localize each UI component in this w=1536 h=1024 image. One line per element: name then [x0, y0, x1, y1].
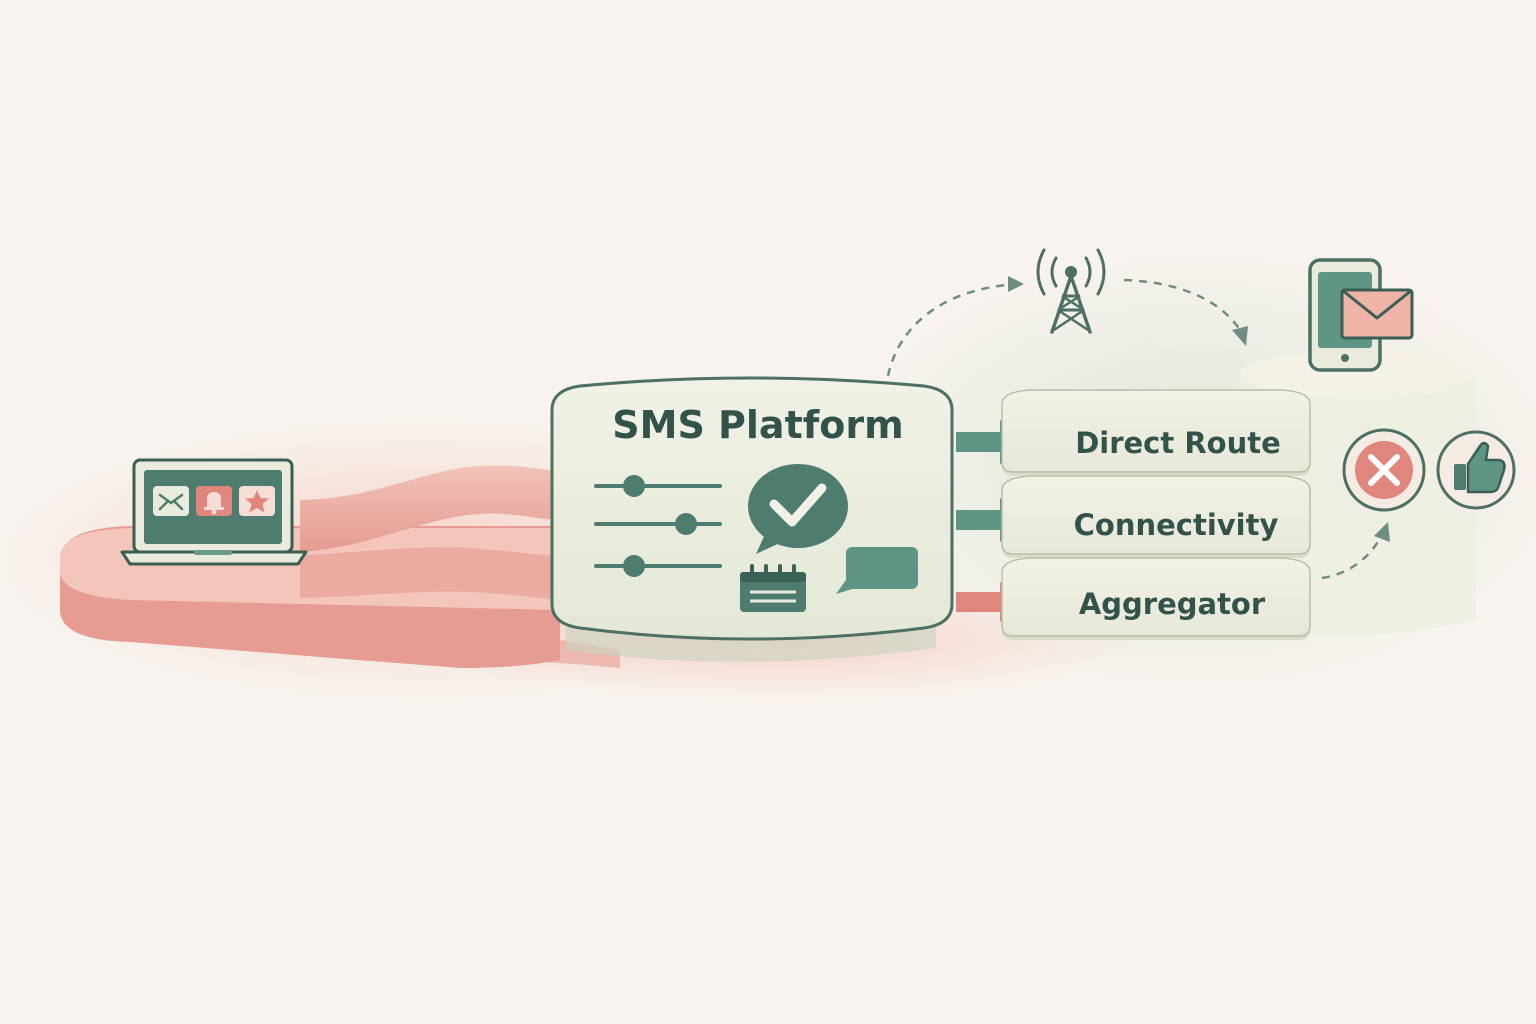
chat-check-icon	[748, 464, 848, 554]
route-aggregator: Aggregator	[1001, 557, 1311, 640]
cell-tower-icon	[1036, 248, 1106, 334]
star-icon	[239, 486, 275, 516]
platform-title: SMS Platform	[612, 403, 903, 447]
route-label-connectivity: Connectivity	[1074, 508, 1279, 542]
dashed-flow-to-tower	[886, 276, 1248, 377]
x-circle-icon	[1342, 428, 1426, 512]
sliders-icon	[594, 475, 722, 577]
route-label-direct: Direct Route	[1075, 426, 1281, 460]
phone-envelope-icon	[1308, 258, 1414, 372]
dashed-flow-to-status	[1321, 522, 1390, 580]
thumbs-up-icon	[1436, 430, 1516, 510]
route-list: Direct Route Connectivity Aggregator	[1001, 389, 1311, 640]
laptop-icon	[120, 458, 308, 566]
flow-ribbons	[300, 465, 620, 668]
message-bubble-icon	[836, 547, 918, 594]
route-direct: Direct Route	[1001, 389, 1311, 476]
sms-platform-panel: SMS Platform	[550, 376, 954, 663]
calendar-icon	[740, 564, 806, 612]
route-connectivity: Connectivity	[1001, 475, 1311, 558]
mail-icon	[153, 486, 189, 516]
route-label-aggregator: Aggregator	[1079, 587, 1266, 621]
bell-icon	[196, 486, 232, 516]
